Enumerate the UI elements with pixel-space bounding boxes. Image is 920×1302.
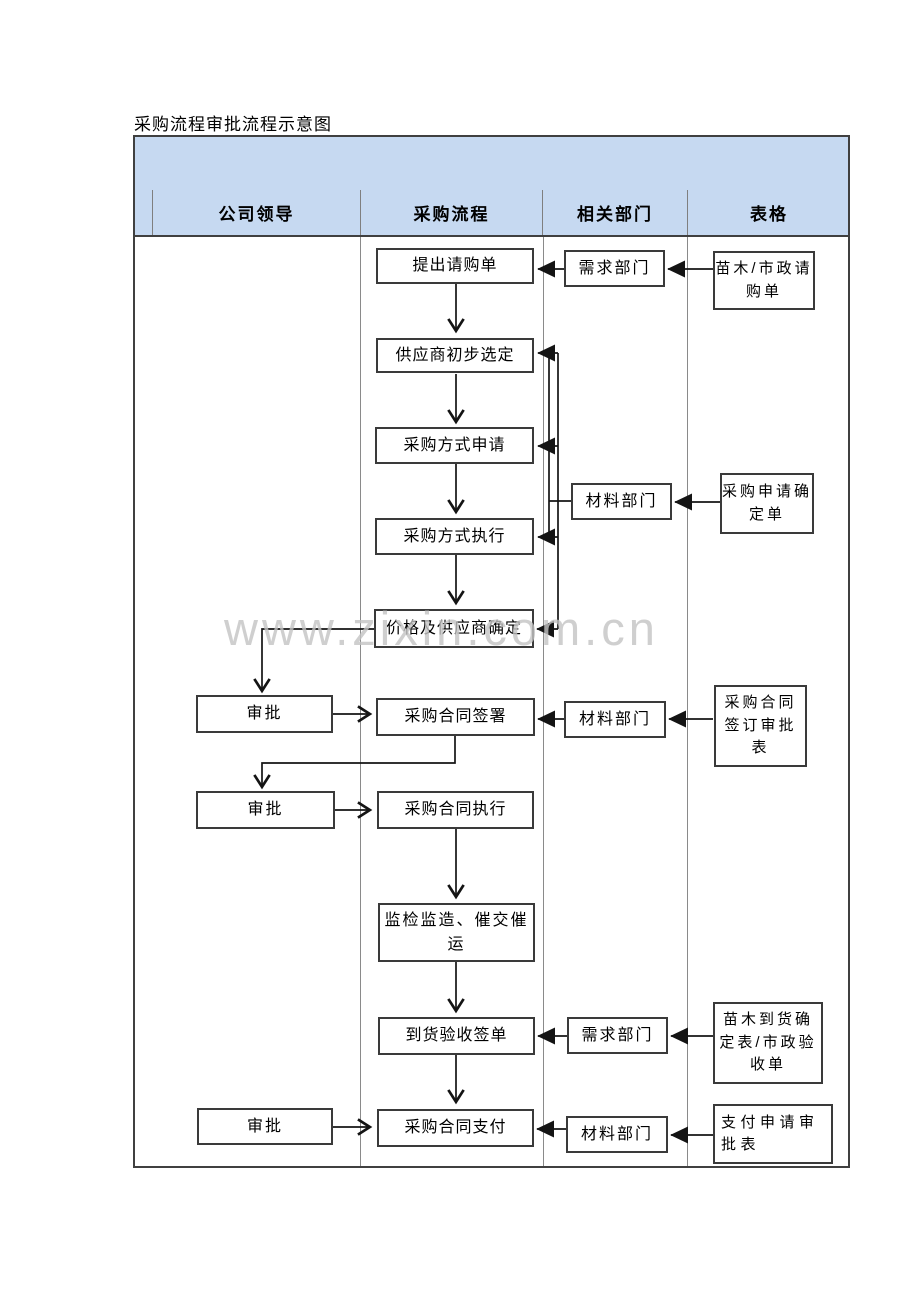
process-box-price-supplier-confirmation: 价格及供应商确定: [374, 609, 534, 648]
table-header-row: 公司领导 采购流程 相关部门 表格: [133, 190, 850, 237]
process-box-contract-execution: 采购合同执行: [377, 791, 534, 829]
process-box-supplier-preselection: 供应商初步选定: [376, 338, 534, 373]
dept-box-demand-2: 需求部门: [567, 1017, 668, 1054]
approval-box-2: 审批: [196, 791, 335, 829]
watermark: www.zixin.com.cn: [224, 602, 659, 655]
form-box-contract-approval: 采购合同签订审批表: [714, 685, 807, 767]
process-box-submit-requisition: 提出请购单: [376, 248, 534, 284]
header-cell-empty: [133, 190, 153, 235]
approval-box-3: 审批: [197, 1108, 333, 1145]
gridline-col2: [543, 237, 544, 1168]
dept-box-demand-1: 需求部门: [564, 250, 665, 287]
process-box-supervision-expediting: 监检监造、催交催运: [378, 903, 535, 962]
gridline-col3: [687, 237, 688, 1168]
page-title: 采购流程审批流程示意图: [134, 115, 332, 135]
header-cell-forms: 表格: [750, 205, 788, 224]
dept-box-materials-3: 材料部门: [566, 1116, 668, 1153]
arrow-group: [253, 260, 720, 1144]
process-box-method-execution: 采购方式执行: [375, 518, 534, 555]
form-box-seedling-requisition: 苗木/市政请购单: [713, 251, 815, 310]
dept-box-materials-2: 材料部门: [564, 701, 666, 738]
dept-box-materials-1: 材料部门: [571, 483, 672, 520]
process-box-method-application: 采购方式申请: [375, 427, 534, 464]
table-top-band: [133, 135, 850, 190]
header-cell-company-leadership: 公司领导: [153, 190, 361, 235]
process-box-arrival-acceptance: 到货验收签单: [378, 1017, 535, 1055]
process-box-contract-signing: 采购合同签署: [376, 698, 535, 736]
form-box-payment-approval: 支付申请审批表: [713, 1104, 833, 1164]
process-box-contract-payment: 采购合同支付: [377, 1109, 534, 1147]
form-box-procurement-application: 采购申请确定单: [720, 473, 814, 534]
header-cell-related-departments: 相关部门: [543, 190, 688, 235]
header-cell-procurement-process: 采购流程: [361, 190, 543, 235]
arrow-p5-a1: [253, 628, 374, 694]
approval-box-1: 审批: [196, 695, 333, 733]
form-box-arrival-confirmation: 苗木到货确定表/市政验收单: [713, 1002, 823, 1084]
gridline-col1: [360, 237, 361, 1168]
arrow-p6-a2: [253, 736, 456, 790]
